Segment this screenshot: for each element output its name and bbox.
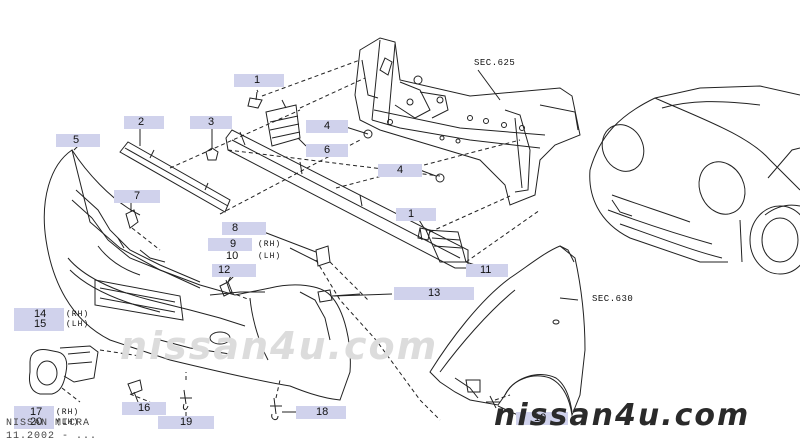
part-2-stay	[119, 141, 231, 213]
callout-16: 16	[138, 402, 151, 414]
callout-tag-9	[208, 238, 252, 251]
callout-tag-15	[14, 318, 64, 331]
callout-tag-3	[190, 116, 232, 129]
callout-13: 13	[428, 287, 441, 299]
callout-tag-20	[14, 416, 54, 429]
part-7-bracket	[125, 200, 139, 229]
callout-19-left: 19	[180, 416, 193, 428]
callout-15: 15	[34, 318, 47, 330]
fog-lamp-bezel	[29, 345, 99, 395]
side-lh-20: (LH)	[56, 418, 80, 427]
part-19-screw	[180, 389, 192, 411]
side-lh-10: (LH)	[258, 252, 282, 261]
section-625-label: SEC.625	[474, 58, 516, 68]
part-1-bolt-lower	[417, 227, 431, 241]
callout-tag-4-mid	[378, 164, 422, 177]
side-rh-17: (RH)	[56, 408, 80, 417]
callout-8: 8	[232, 222, 239, 234]
watermark-center: nissan4u.com	[120, 324, 439, 368]
part-3-clip	[205, 140, 219, 161]
callout-4-top: 4	[324, 120, 331, 132]
callout-tag-16	[122, 402, 166, 415]
callout-tag-14	[14, 308, 64, 321]
callout-1-lower: 1	[408, 208, 415, 220]
side-lh-15: (LH)	[66, 320, 90, 329]
callout-1-top: 1	[254, 74, 261, 86]
callout-3: 3	[208, 116, 215, 128]
callout-9: 9	[230, 238, 237, 250]
callout-tag-7	[114, 190, 160, 203]
part-19b-screw	[486, 395, 500, 409]
watermark-bottom: nissan4u.com	[494, 398, 751, 433]
fender	[429, 245, 586, 417]
assembly-leaders	[61, 59, 541, 421]
callout-5: 5	[73, 134, 80, 146]
callout-20: 20	[30, 416, 43, 428]
part-16-clip	[127, 379, 143, 395]
callout-tag-11	[466, 264, 508, 277]
callout-2: 2	[138, 116, 145, 128]
section-leader-625	[477, 69, 501, 101]
callout-leaders	[73, 89, 579, 418]
part-5-bumper	[43, 149, 351, 401]
callout-tag-18	[296, 406, 346, 419]
callout-tag-1-top	[234, 74, 284, 87]
callout-tag-8	[222, 222, 266, 235]
radiator-core-support	[354, 37, 581, 206]
callout-tag-1-lower	[396, 208, 436, 221]
part-4-clips	[363, 129, 445, 183]
callout-19-right: 19	[534, 412, 547, 424]
callout-tag-17	[14, 406, 54, 419]
callout-6: 6	[324, 144, 331, 156]
car-silhouette	[589, 85, 800, 275]
callout-7: 7	[134, 190, 141, 202]
part-1-bolt-top	[247, 91, 263, 109]
callout-12: 12	[218, 264, 231, 276]
footer-date: 11.2002 - ...	[6, 431, 98, 442]
part-18-screw	[270, 397, 282, 421]
callout-11: 11	[480, 264, 492, 276]
section-630-label: SEC.630	[592, 294, 634, 304]
callout-tag-19-right	[516, 412, 568, 425]
callout-tag-19-left	[158, 416, 214, 429]
footer-model: NISSAN MICRA	[6, 418, 91, 429]
callout-14: 14	[34, 308, 47, 320]
callout-tag-5	[56, 134, 100, 147]
side-rh-14: (RH)	[66, 310, 90, 319]
part-6-boot	[265, 99, 301, 147]
callout-10: 10	[226, 250, 239, 262]
callout-tag-4-top	[306, 120, 348, 133]
callout-tag-12	[212, 264, 256, 277]
callout-18: 18	[316, 406, 329, 418]
callout-tag-2	[124, 116, 164, 129]
callout-4-mid: 4	[397, 164, 404, 176]
callout-tag-13	[394, 287, 474, 300]
callout-tag-6	[306, 144, 348, 157]
callout-17: 17	[30, 406, 43, 418]
side-rh-9: (RH)	[258, 240, 282, 249]
